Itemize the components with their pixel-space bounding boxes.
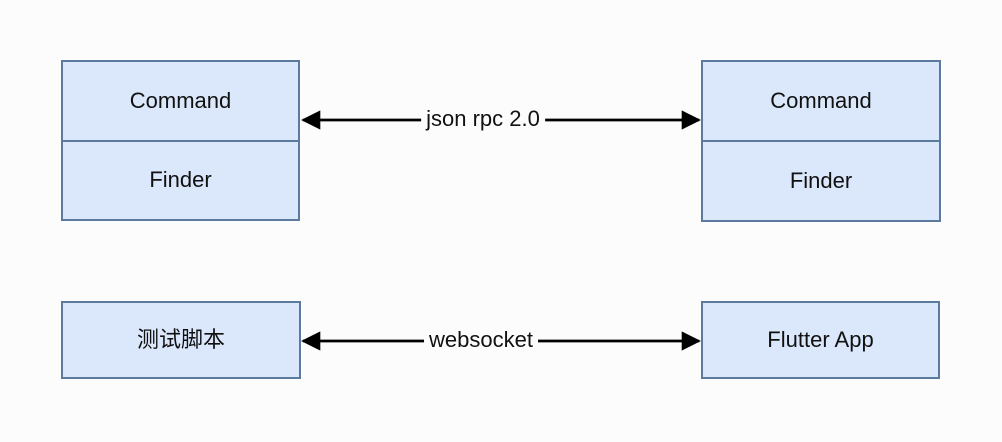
node-row-command: Command (770, 88, 872, 113)
node-row-command: Command (129, 87, 232, 113)
node-row-finder: Finder (63, 139, 298, 220)
edge-label-websocket: websocket (424, 326, 538, 354)
node-flutter-app: Flutter App (701, 301, 940, 379)
edge-label-json-rpc: json rpc 2.0 (421, 105, 545, 133)
node-command-finder-right: Command Finder (701, 60, 941, 222)
node-test-script: 测试脚本 (61, 301, 301, 379)
node-command-finder-left: Command Finder (61, 60, 300, 221)
node-row-finder: Finder (703, 140, 939, 220)
